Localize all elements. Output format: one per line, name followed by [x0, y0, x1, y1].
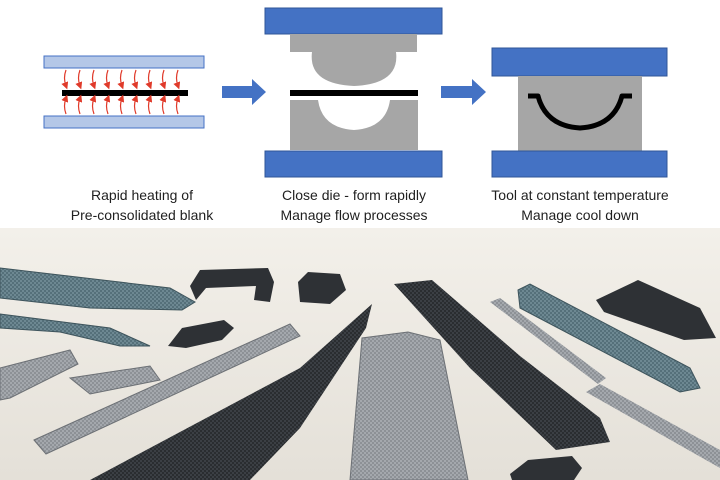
part-large-blade: [90, 304, 372, 480]
part-left-fork: [0, 313, 151, 347]
composite-parts-photo: [0, 228, 720, 480]
step-1-caption: Rapid heating of Pre-consolidated blank: [32, 185, 252, 225]
female-die: [290, 100, 418, 150]
close-die-stage: [264, 7, 443, 178]
formed-part: [528, 93, 632, 131]
part-omega-bracket: [168, 320, 234, 348]
male-punch: [311, 52, 397, 86]
blank-sheet: [290, 90, 418, 96]
step-1-line-2: Pre-consolidated blank: [70, 207, 214, 223]
lower-heater-platen: [43, 115, 205, 129]
part-hole-strip-long: [33, 323, 301, 455]
step-1-line-1: Rapid heating of: [91, 187, 193, 203]
flow-arrow-1: [222, 79, 266, 105]
part-corner-bracket: [596, 280, 716, 340]
upper-tool-block: [290, 34, 417, 52]
heat-arrows-top: [61, 69, 181, 90]
part-slim-rail: [490, 298, 606, 384]
step-2-caption: Close die - form rapidly Manage flow pro…: [244, 185, 464, 225]
heating-stage: [43, 55, 205, 129]
cool-down-stage: [491, 47, 668, 178]
lower-press-platen-closed: [491, 150, 668, 178]
part-blue-rail-right: [517, 283, 701, 393]
part-hole-strip-small: [68, 365, 161, 395]
closed-tool: [518, 76, 642, 151]
step-3-line-2: Manage cool down: [521, 207, 639, 223]
step-2-line-2: Manage flow processes: [280, 207, 428, 223]
upper-press-platen: [264, 7, 443, 35]
step-2-line-1: Close die - form rapidly: [282, 187, 426, 203]
heat-arrows-bottom: [61, 94, 181, 115]
part-left-tube: [0, 349, 79, 401]
part-right-strip: [586, 384, 720, 468]
part-left-rail: [0, 267, 196, 311]
upper-press-platen-closed: [491, 47, 668, 77]
process-diagram: [0, 0, 720, 228]
lower-press-platen: [264, 150, 443, 178]
part-hat-stiffener: [394, 280, 610, 450]
pre-consolidated-blank: [62, 90, 188, 96]
part-bracket-top: [190, 268, 274, 302]
upper-heater-platen: [43, 55, 205, 69]
step-3-line-1: Tool at constant temperature: [491, 187, 669, 203]
part-channel-beam: [349, 331, 469, 480]
flow-arrow-2: [441, 79, 486, 105]
part-bottom-clip: [510, 456, 582, 480]
step-3-caption: Tool at constant temperature Manage cool…: [470, 185, 690, 225]
part-bracket-small: [298, 272, 346, 304]
